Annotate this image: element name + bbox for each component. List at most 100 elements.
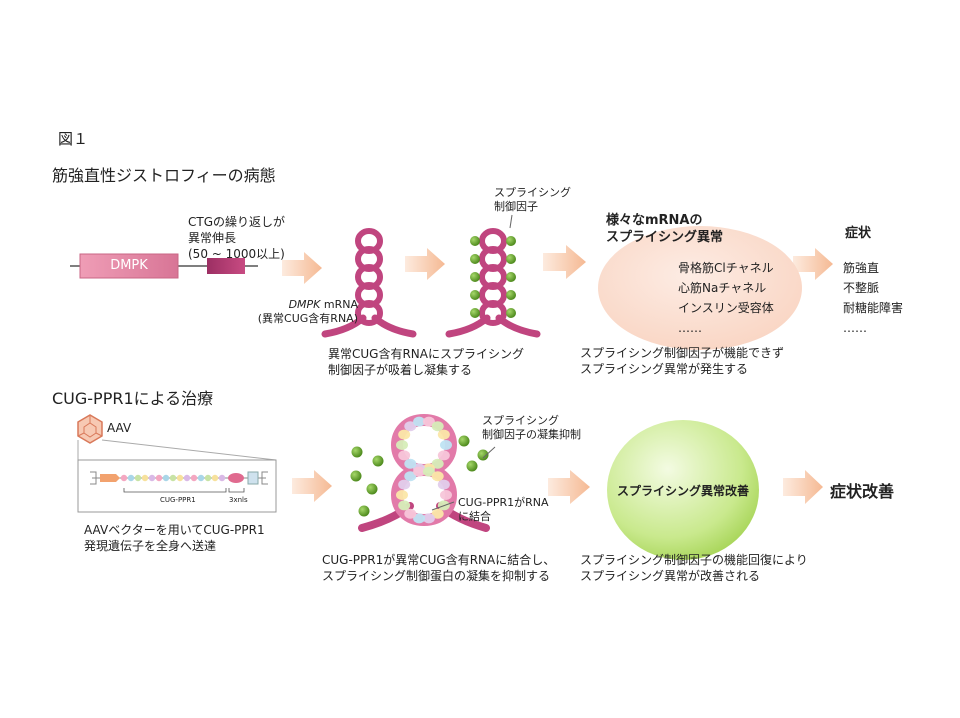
itr-left [90,471,97,485]
symptom-item: …… [843,321,867,335]
ppr-protein-bead [440,490,452,500]
ppr-motif-bead [127,474,135,482]
ppr-protein-bead [404,471,417,482]
caption-abnormal-line2: スプライシング異常が発生する [580,362,749,376]
zoom-line-right [101,439,277,461]
result-label: 症状改善 [830,482,895,501]
ppr-motif-bead [141,474,149,482]
mrna-list-item: 骨格筋Clチャネル [678,261,774,275]
factor-dot [470,272,480,282]
rna-stem [358,316,380,324]
arrow-5 [292,470,332,502]
mrna-splicing-title: 様々なmRNAの スプライシング異常 [606,212,723,246]
factor-inhibit-label: スプライシング 制御因子の凝集抑制 [482,414,581,442]
ctg-note-line2: 異常伸長 [188,231,237,245]
factor-label: スプライシング 制御因子 [494,186,571,214]
ppr-motif-bead [162,474,170,482]
factor-dot [470,236,480,246]
binding-pointer [431,501,455,511]
ppr-protein-bead [396,490,408,500]
factor-dot [506,308,516,318]
caption-binding-line2: スプライシング制御蛋白の凝集を抑制する [322,569,551,583]
caption-recover-line2: スプライシング異常が改善される [580,569,761,583]
caption-abnormal-line1: スプライシング制御因子が機能できず [580,346,785,360]
ctg-note-line3: (50 ~ 1000以上) [188,247,285,261]
ppr-motif-bead [120,474,128,482]
mrna-list-item: 心筋Naチャネル [678,281,767,295]
binding-label-line2: に結合 [458,510,491,523]
nls-bracket [228,488,245,493]
ppr-protein-bead [413,466,426,477]
factor-dot [466,460,478,472]
symptom-item: 筋強直 [843,261,880,275]
mrna-list-item: インスリン受容体 [678,301,774,315]
ppr-protein-bead [422,513,435,524]
factor-dot [470,308,480,318]
ppr-protein-bead [431,471,444,482]
aav-virus-icon [77,414,103,444]
ppr-motif-bead [148,474,156,482]
ppr-motif-bead [197,474,205,482]
factor-inhibit-line2: 制御因子の凝集抑制 [482,428,581,441]
arrow-4 [793,248,833,280]
ppr-protein-bead [404,421,417,432]
factor-dot [470,290,480,300]
caption-binding: CUG-PPR1が異常CUG含有RNAに結合し、 スプライシング制御蛋白の凝集を… [322,552,555,584]
ppr-protein-bead [422,466,435,477]
binding-label: CUG-PPR1がRNA に結合 [458,496,549,524]
factor-dot [477,449,489,461]
figure-label: 図１ [58,130,89,148]
ppr-protein-bead [422,416,435,427]
factor-dot [458,435,470,447]
rna-loop [355,300,383,326]
ppr-protein-bead [413,513,426,524]
factor-dot [351,446,363,458]
section1-title: 筋強直性ジストロフィーの病態 [52,166,276,185]
ppr-protein-bead [437,450,450,461]
rna-ppr-complex [350,413,490,532]
caption-recover-line1: スプライシング制御因子の機能回復により [580,553,808,567]
construct-box [77,459,277,513]
ppr-motif-bead [134,474,142,482]
nls-domain [228,473,244,483]
caption-adsorb: 異常CUG含有RNAにスプライシング 制御因子が吸着し凝集する [328,346,524,378]
improve-ellipse-label: スプライシング異常改善 [616,484,749,498]
mrna-label: DMPK mRNA (異常CUG含有RNA) [256,298,358,326]
ppr-motif-bead [169,474,177,482]
ppr-protein-bead [398,479,411,490]
vector-construct [90,471,268,493]
factor-dot [506,254,516,264]
caption-adsorb-line2: 制御因子が吸着し凝集する [328,363,473,377]
ppr-protein-bead [440,440,452,450]
ctg-note: CTGの繰り返しが 異常伸長 (50 ~ 1000以上) [188,214,285,262]
polya-box [247,471,259,485]
symptoms-list: 筋強直 不整脈 耐糖能障害 …… [843,258,903,338]
ppr-motif-bead [218,474,226,482]
factor-dot [506,290,516,300]
aav-label: AAV [107,421,132,435]
promoter-arrow [100,474,120,482]
mrna-label-suffix: mRNA [320,298,358,311]
ppr-protein-bead [431,421,444,432]
ppr-motif-bead [155,474,163,482]
inhibit-pointer [482,446,496,459]
caption-abnormal: スプライシング制御因子が機能できず スプライシング異常が発生する [580,345,784,377]
ppr-protein-bead [413,416,426,427]
ppr-protein-bead [437,429,450,440]
mrna-list: 骨格筋Clチャネル 心筋Naチャネル インスリン受容体 …… [678,258,774,338]
caption-aav-line1: AAVベクターを用いてCUG-PPR1 [84,523,265,537]
factor-dot [506,272,516,282]
rna-loop [479,300,507,326]
mrna-splicing-title-line2: スプライシング異常 [606,230,724,245]
mrna-label-line2: (異常CUG含有RNA) [257,312,358,325]
ppr-protein-bead [404,458,417,469]
caption-aav-line2: 発現遺伝子を全身へ送達 [84,539,217,553]
rna-hairpin-1 [321,228,417,338]
arrow-1 [282,252,322,284]
factor-dot [366,483,378,495]
factor-dot [350,470,362,482]
ppr-protein-bead [396,440,408,450]
ppr-motif-bead [204,474,212,482]
ppr-protein-bead [431,508,444,519]
factor-dot [358,505,370,517]
